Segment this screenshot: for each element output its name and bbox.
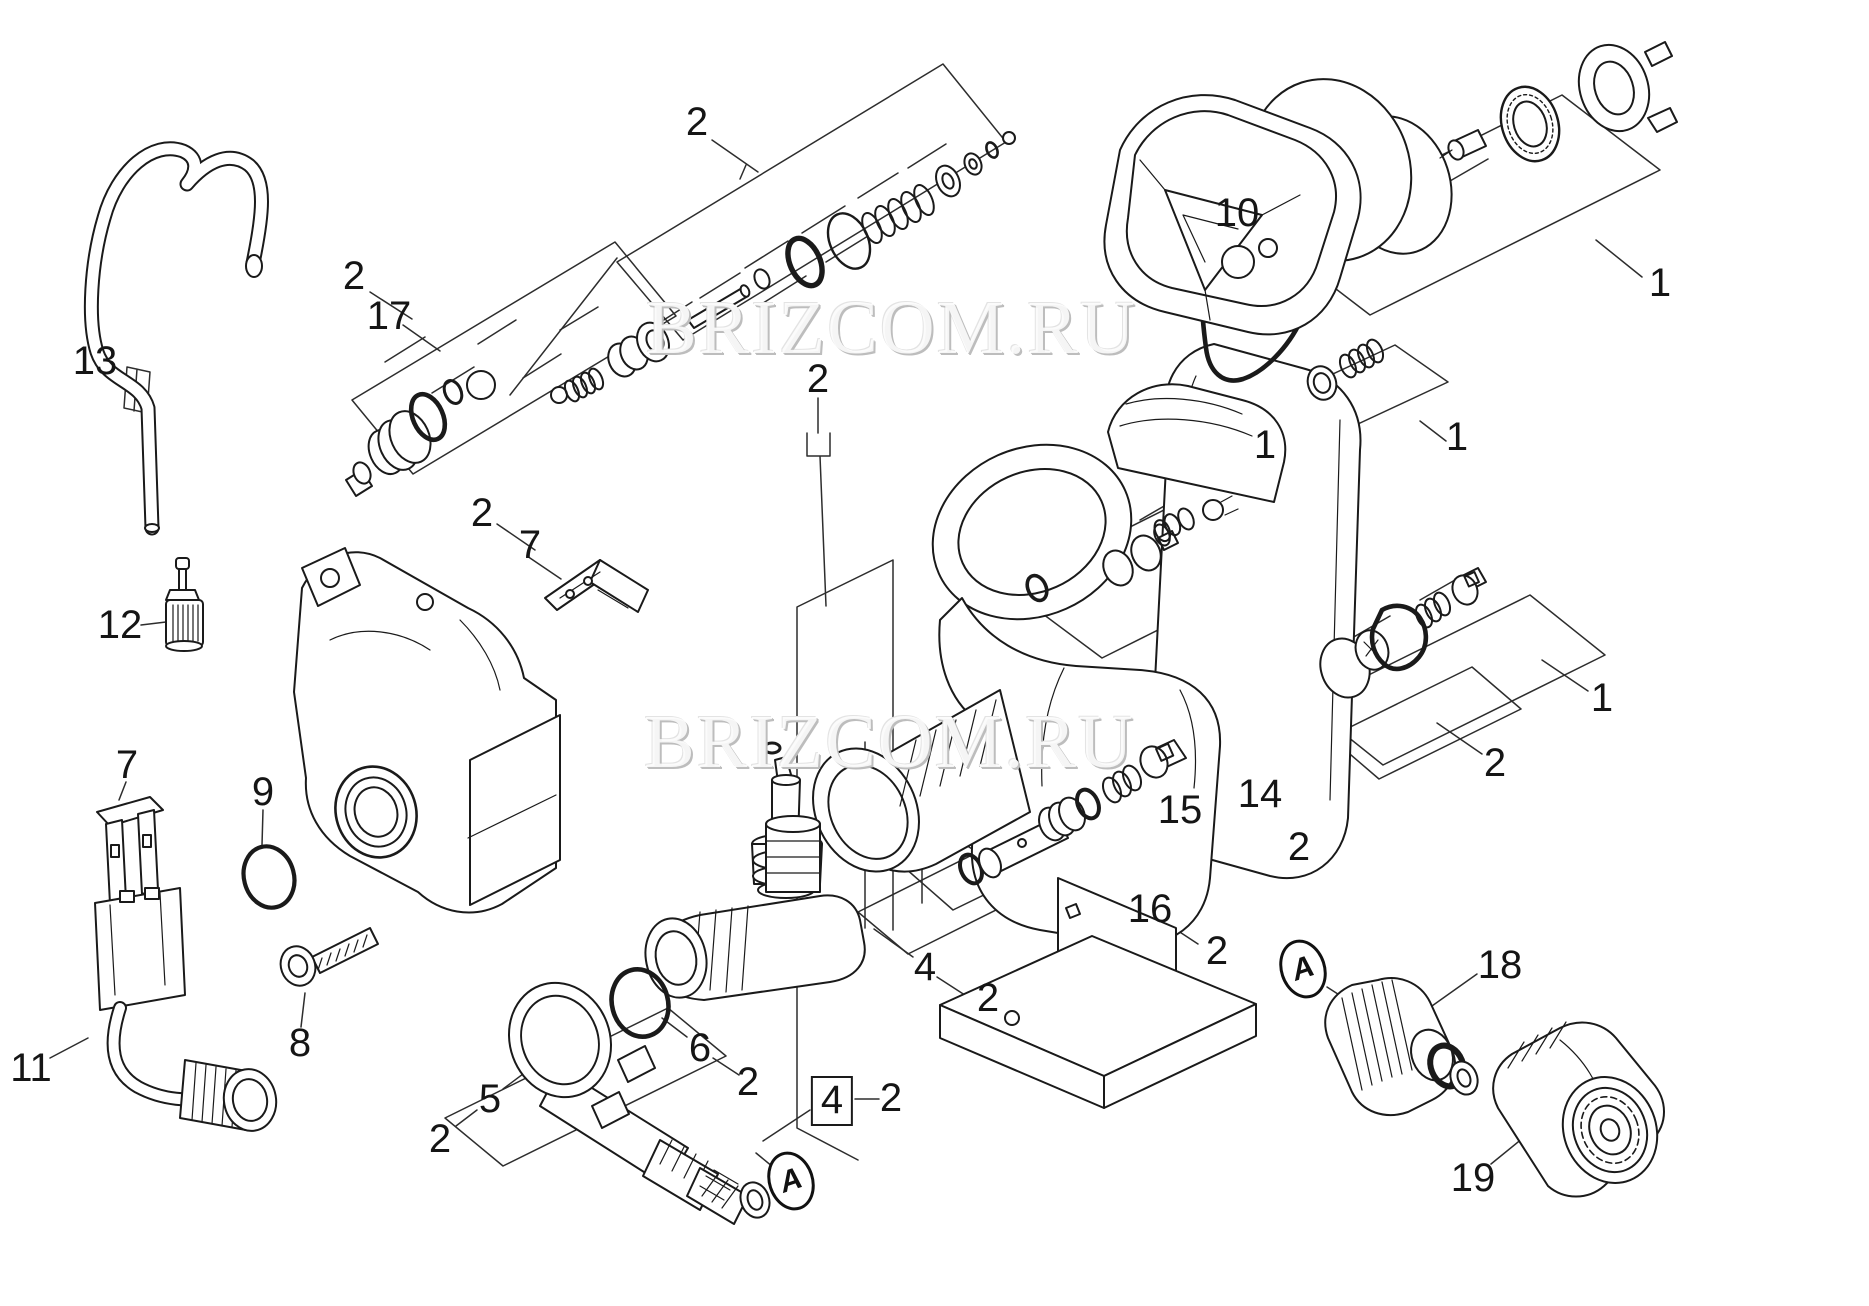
part-callout-c33-ref-19: 19 xyxy=(1450,1156,1496,1200)
part-callout-c30-ref-4: 4 xyxy=(810,1076,854,1126)
part-callout-c12-ref-12: 12 xyxy=(97,603,143,647)
part-callout-c20-ref-14: 14 xyxy=(1237,772,1283,816)
part-callout-c16-ref-11: 11 xyxy=(10,1046,52,1090)
part-callout-c05-ref-2: 2 xyxy=(806,357,830,401)
quick-coupling-19 xyxy=(1492,1021,1665,1198)
part-callout-c25-ref-2: 2 xyxy=(976,976,1000,1020)
part-callout-c15-ref-8: 8 xyxy=(288,1021,312,1065)
o-ring-6 xyxy=(609,967,671,1039)
suction-elbow-kit-5-6 xyxy=(507,967,771,1225)
outlet-elbow-kit-4 xyxy=(644,815,866,1001)
o-ring-9 xyxy=(241,844,297,910)
pressure-control-kit-2 xyxy=(687,131,1016,329)
outlet-elbow-11 xyxy=(94,887,278,1132)
part-callout-c04-ref-13: 13 xyxy=(72,339,118,383)
socket-screw-8 xyxy=(279,927,379,987)
pump-casting xyxy=(293,547,561,914)
plug-and-spring-kit-1 xyxy=(1306,338,1385,401)
part-callout-c28-ref-5: 5 xyxy=(478,1077,502,1121)
part-callout-c27-ref-2: 2 xyxy=(736,1060,760,1104)
part-callout-c26-ref-6: 6 xyxy=(688,1026,712,1070)
part-callout-c19-ref-15: 15 xyxy=(1157,788,1203,832)
bypass-hose-13 xyxy=(83,141,269,536)
tap-adapter-18 xyxy=(1324,977,1479,1117)
part-callout-c24-ref-4: 4 xyxy=(913,945,937,989)
part-callout-c02-ref-2: 2 xyxy=(342,254,366,298)
part-callout-c06-ref-10: 10 xyxy=(1214,191,1260,235)
check-valve-kit-lower xyxy=(1319,567,1487,699)
part-callout-c03-ref-17: 17 xyxy=(366,294,412,338)
part-callout-c01-ref-2: 2 xyxy=(685,100,709,144)
suction-filter-12 xyxy=(165,557,204,652)
part-callout-c18-ref-2: 2 xyxy=(1483,741,1507,785)
part-callout-c07-ref-1: 1 xyxy=(1253,423,1277,467)
check-valve-kit-middle xyxy=(1025,495,1239,603)
part-callout-c22-ref-16: 16 xyxy=(1127,887,1173,931)
section-marker-mA1: A xyxy=(759,1145,823,1217)
part-callout-c23-ref-2: 2 xyxy=(1205,929,1229,973)
part-callout-c08-ref-1: 1 xyxy=(1445,415,1469,459)
section-marker-mA2: A xyxy=(1271,933,1335,1005)
part-callout-c14-ref-9: 9 xyxy=(251,770,275,814)
cylinder-head-assembly-1 xyxy=(1103,41,1678,336)
part-callout-c10-ref-2: 2 xyxy=(470,491,494,535)
bypass-piston-kit-15-16 xyxy=(958,739,1187,886)
part-callout-c17-ref-1: 1 xyxy=(1590,676,1614,720)
part-callout-c29-ref-2: 2 xyxy=(428,1117,452,1161)
fixing-clip-plate-7 xyxy=(544,559,649,613)
part-callout-c09-ref-1: 1 xyxy=(1648,261,1672,305)
part-callout-c11-ref-7: 7 xyxy=(518,523,542,567)
part-callout-c31-ref-2: 2 xyxy=(879,1076,903,1120)
part-callout-c13-ref-7: 7 xyxy=(115,743,139,787)
piston-seal-kit-17 xyxy=(345,321,670,497)
part-callout-c32-ref-18: 18 xyxy=(1477,943,1523,987)
part-callout-c21-ref-2: 2 xyxy=(1287,825,1311,869)
